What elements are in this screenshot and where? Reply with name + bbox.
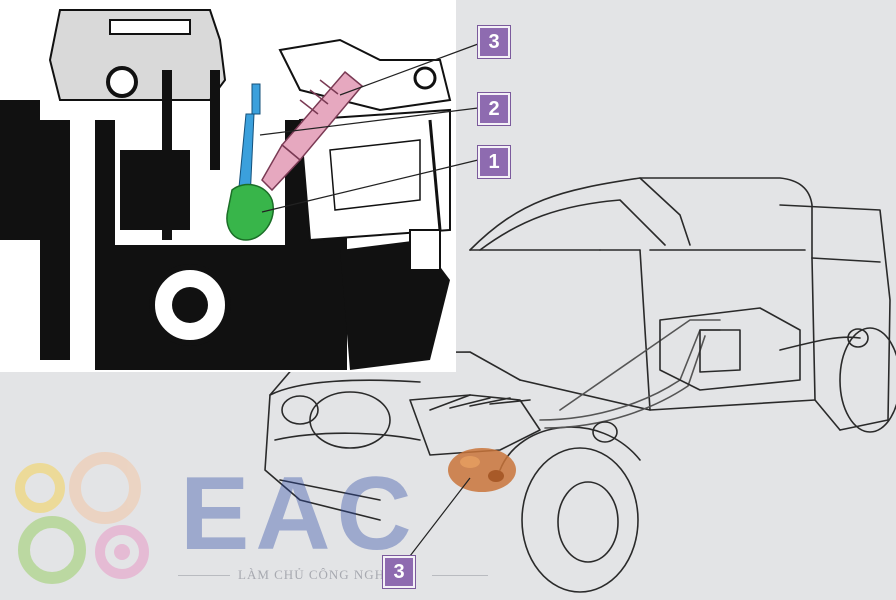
callout-1-chamber: 1 xyxy=(478,146,510,178)
watermark-rule-left xyxy=(178,575,230,576)
engine-cross-section xyxy=(0,0,456,372)
callout-3-pump: 3 xyxy=(383,556,415,588)
callout-2-glow-plug: 2 xyxy=(478,93,510,125)
callout-3-injector: 3 xyxy=(478,26,510,58)
watermark-tagline: LÀM CHỦ CÔNG NGHỆ xyxy=(238,567,395,582)
watermark-rule-right xyxy=(432,575,488,576)
callout-leaders xyxy=(259,43,479,557)
watermark-brand: EAC xyxy=(180,456,418,572)
injection-pump xyxy=(448,448,516,492)
combustion-chamber xyxy=(226,183,275,241)
watermark-logo xyxy=(15,452,149,584)
